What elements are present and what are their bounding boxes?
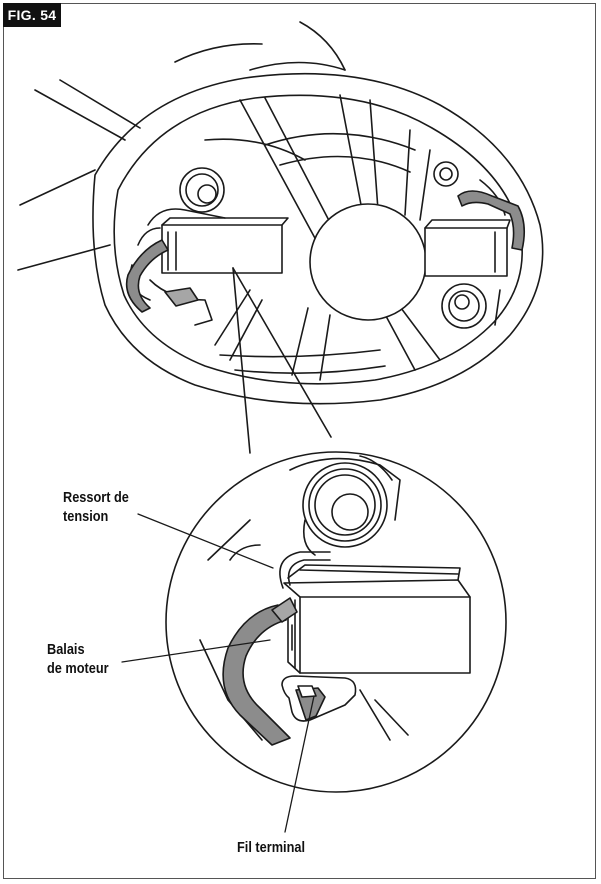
detail-lead-tip xyxy=(271,597,298,623)
left-terminal-clip xyxy=(164,287,199,307)
rotor-hub xyxy=(309,203,427,321)
label-balais-line2: de moteur xyxy=(47,660,109,677)
leader-ressort xyxy=(137,513,274,569)
right-terminal-lead xyxy=(457,190,526,251)
label-ressort-de-tension: Ressort de tension xyxy=(63,488,129,526)
leader-fil xyxy=(284,695,315,833)
detail-brush-assembly xyxy=(199,455,471,741)
figure-tag: FIG. 54 xyxy=(3,3,61,27)
left-terminal-lead xyxy=(125,239,169,313)
detail-terminal-clip xyxy=(281,675,357,722)
label-ressort-line1: Ressort de xyxy=(63,489,129,506)
motor-housing xyxy=(17,21,544,405)
figure-frame xyxy=(3,3,596,879)
label-fil-text: Fil terminal xyxy=(237,839,306,856)
label-balais-line1: Balais xyxy=(47,641,85,658)
callout-leader-lines xyxy=(121,513,315,833)
fan-ribs xyxy=(204,94,441,381)
right-brush-holder xyxy=(424,161,511,329)
leader-balais xyxy=(121,639,271,663)
zoom-callout-cone xyxy=(232,267,332,454)
label-fil-terminal: Fil terminal xyxy=(237,838,305,857)
label-balais-de-moteur: Balais de moteur xyxy=(47,640,109,678)
label-ressort-line2: tension xyxy=(63,508,109,525)
left-brush-holder xyxy=(129,167,289,326)
detail-terminal-lead xyxy=(222,604,291,746)
